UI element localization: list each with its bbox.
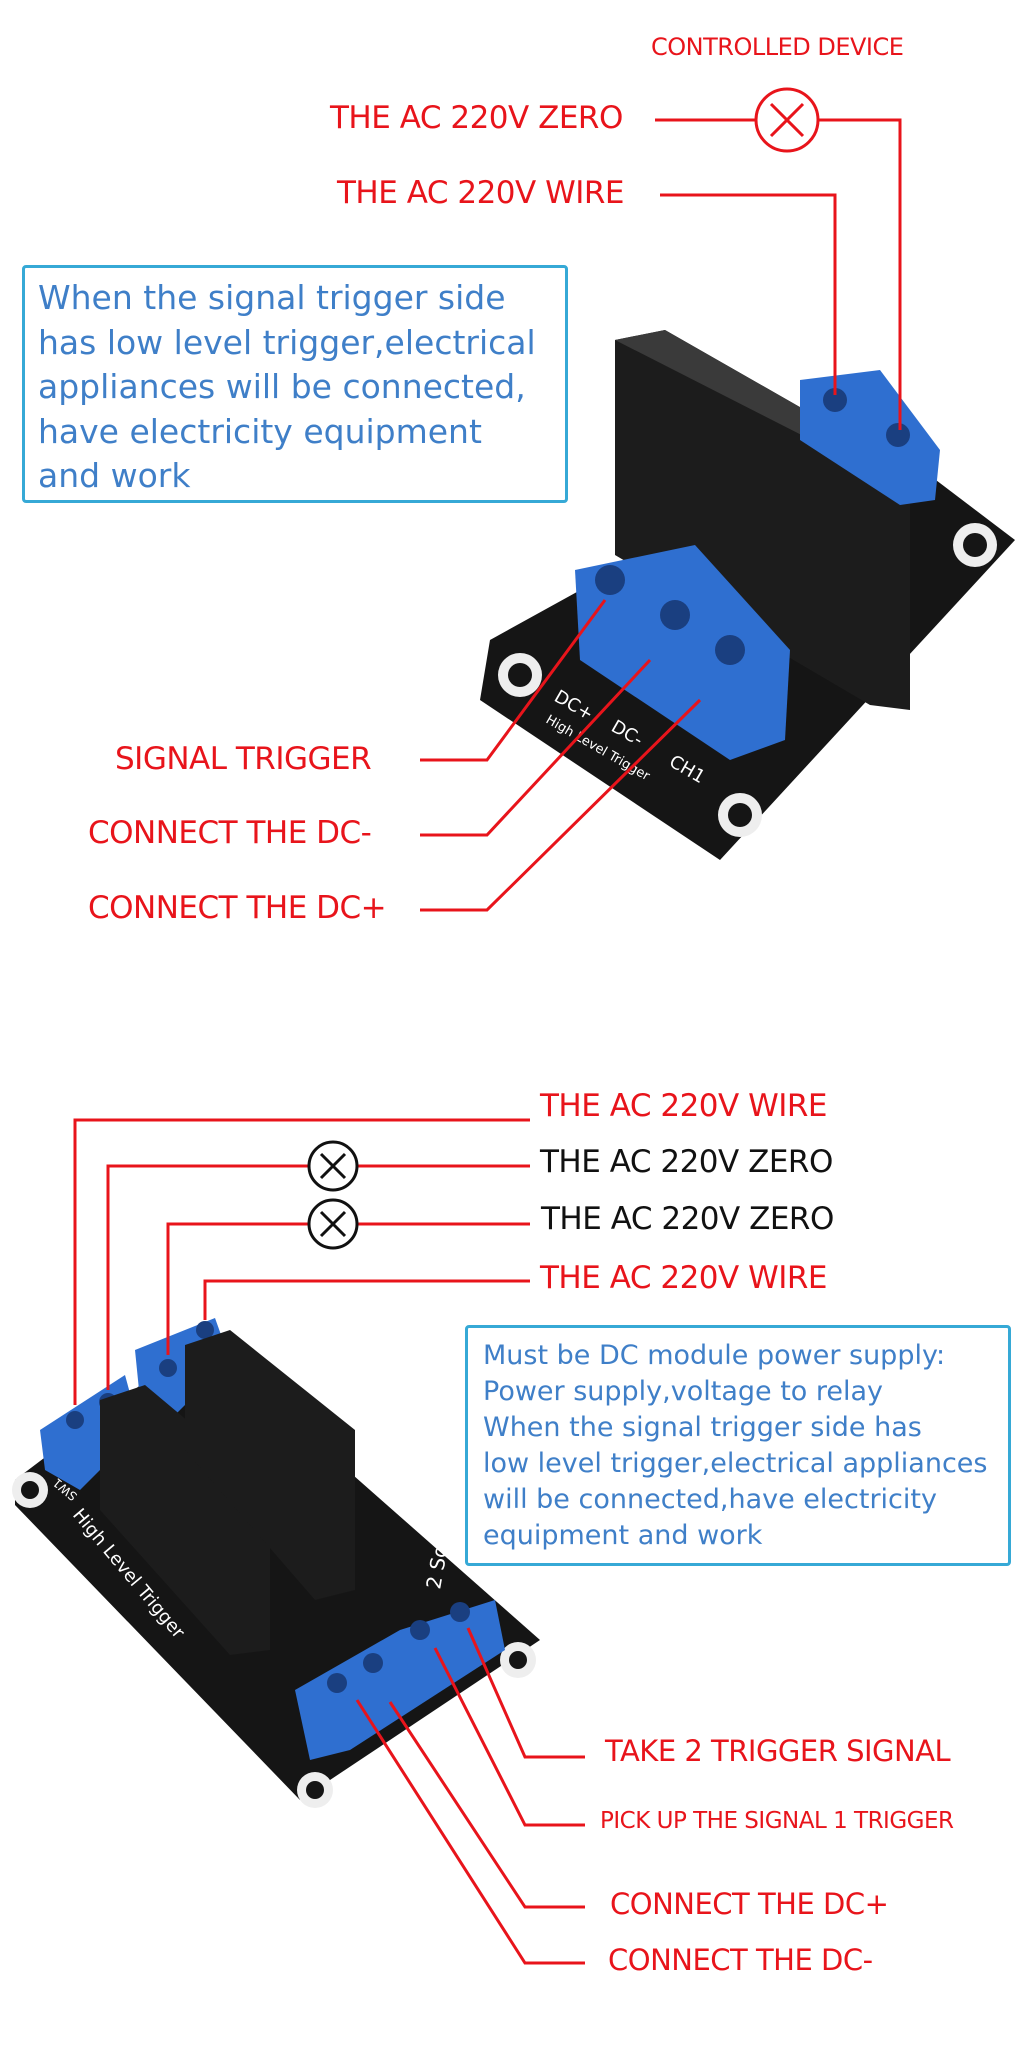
note-line: have electricity equipment xyxy=(38,411,482,451)
top-wires xyxy=(420,118,902,912)
connect-dc-minus-label: CONNECT THE DC- xyxy=(608,1943,873,1977)
controlled-device-label: CONTROLLED DEVICE xyxy=(651,33,904,61)
note-line: When the signal trigger side has xyxy=(483,1412,922,1443)
connect-dc-plus-label: CONNECT THE DC+ xyxy=(610,1887,889,1921)
ac-zero-1-label: THE AC 220V ZERO xyxy=(540,1144,833,1180)
note-line: will be connected,have electricity xyxy=(483,1484,937,1515)
connect-dc-plus-label: CONNECT THE DC+ xyxy=(88,890,387,926)
connect-dc-minus-label: CONNECT THE DC- xyxy=(88,815,372,851)
note-line: When the signal trigger side xyxy=(38,278,506,317)
ac-wire-2-label: THE AC 220V WIRE xyxy=(540,1260,828,1296)
take-2-trigger-label: TAKE 2 TRIGGER SIGNAL xyxy=(605,1734,951,1768)
bottom-board-ch1-label: CH1 xyxy=(437,1703,468,1731)
single-channel-relay-board: DC+ DC- CH1 High Level Trigger xyxy=(480,330,1015,860)
controlled-device-icon xyxy=(754,87,820,153)
ac-wire-1-label: THE AC 220V WIRE xyxy=(540,1088,828,1124)
ac-zero-label: THE AC 220V ZERO xyxy=(330,100,623,136)
load-icon-2 xyxy=(307,1198,359,1250)
note-line: equipment and work xyxy=(483,1520,763,1551)
signal-trigger-label: SIGNAL TRIGGER xyxy=(115,741,372,777)
top-info-box: When the signal trigger side has low lev… xyxy=(22,265,568,503)
bottom-info-box: Must be DC module power supply: Power su… xyxy=(465,1325,1011,1566)
bottom-wires xyxy=(73,1118,585,1965)
note-line: and work xyxy=(38,456,191,495)
dual-channel-relay-board: High Level Trigger 2 Solid State SW1 DC+… xyxy=(12,1318,540,1808)
note-line: has low level trigger,electrical xyxy=(38,322,536,362)
pick-up-signal-1-label: PICK UP THE SIGNAL 1 TRIGGER xyxy=(600,1808,954,1834)
note-line: Must be DC module power supply: xyxy=(483,1340,946,1371)
note-line: low level trigger,electrical appliances xyxy=(483,1448,988,1479)
ac-wire-label: THE AC 220V WIRE xyxy=(337,175,625,211)
ac-zero-2-label: THE AC 220V ZERO xyxy=(541,1201,834,1237)
load-icon-1 xyxy=(307,1140,359,1192)
note-line: Power supply,voltage to relay xyxy=(483,1376,884,1407)
note-line: appliances will be connected, xyxy=(38,367,526,406)
